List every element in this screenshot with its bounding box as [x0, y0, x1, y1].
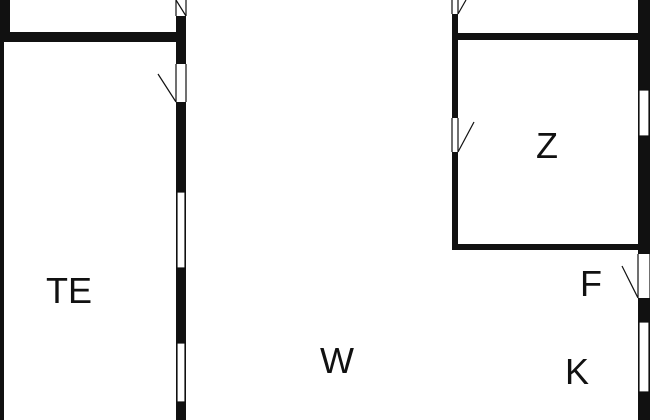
- wall: [452, 244, 650, 250]
- wall: [0, 42, 4, 420]
- wall: [0, 32, 186, 42]
- room-label-k: K: [565, 351, 589, 392]
- door-swing: [175, 0, 187, 17]
- window: [176, 191, 186, 269]
- wall: [176, 42, 186, 64]
- room-label-f: F: [580, 263, 602, 304]
- door-swing: [457, 121, 475, 153]
- door-swing: [157, 73, 177, 103]
- window: [638, 89, 650, 137]
- wall: [452, 33, 650, 40]
- room-label-te: TE: [46, 270, 92, 311]
- room-label-z: Z: [536, 125, 558, 166]
- wall: [638, 40, 650, 254]
- room-label-w: W: [320, 340, 354, 381]
- window: [176, 342, 186, 403]
- door-swing: [457, 0, 467, 15]
- wall: [638, 0, 650, 40]
- door-swing: [621, 265, 639, 299]
- wall: [176, 16, 186, 42]
- wall: [0, 0, 10, 42]
- wall: [452, 152, 458, 250]
- window: [638, 321, 650, 393]
- wall: [452, 14, 458, 118]
